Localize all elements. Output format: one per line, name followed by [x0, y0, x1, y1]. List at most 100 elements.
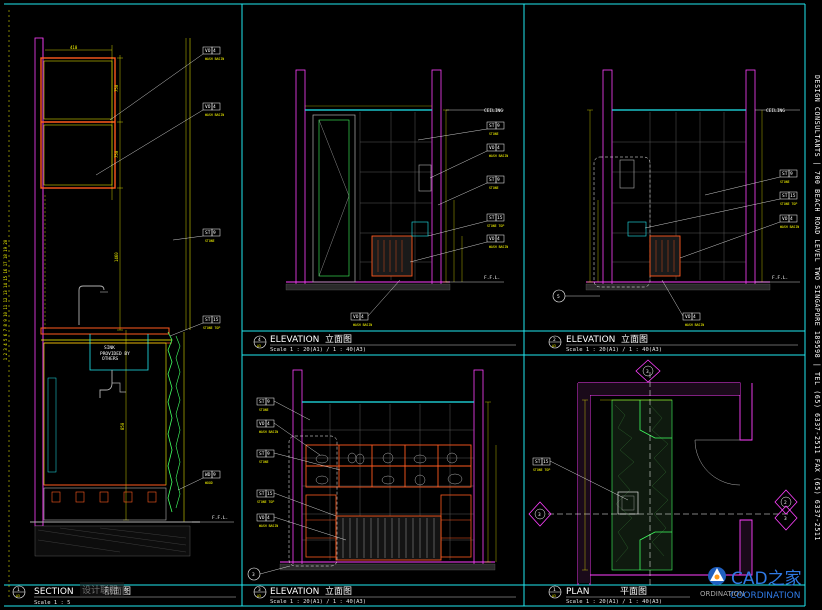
- elev3-tag-1: ST 9 STONE: [256, 397, 311, 421]
- svg-text:STONE TOP: STONE TOP: [780, 202, 797, 206]
- elev2-tag-4: VO 4 WASH BASIN: [661, 279, 704, 327]
- svg-text:WASH BASIN: WASH BASIN: [259, 524, 278, 528]
- svg-text:VO: VO: [782, 216, 788, 222]
- watermark-left: 设计联盟: [80, 582, 124, 596]
- svg-text:1: 1: [553, 587, 556, 593]
- svg-text:WASH BASIN: WASH BASIN: [353, 323, 372, 327]
- cad-sub: COORDINATION: [730, 591, 800, 601]
- elev4-tag-3: ST 9 STONE: [437, 175, 505, 206]
- svg-text:4: 4: [258, 337, 261, 343]
- svg-text:15: 15: [790, 193, 796, 199]
- svg-text:4: 4: [361, 314, 364, 320]
- svg-text:4: 4: [267, 515, 270, 521]
- svg-text:F.F.L.: F.F.L.: [772, 275, 788, 281]
- elev4-tag-2: VO 4 WASH BASIN: [429, 143, 508, 179]
- svg-text:VO: VO: [259, 421, 265, 427]
- left-title-strip: 1 2 3 4 5 6 7 8 9 10 11 12 13 14 15 16 1…: [3, 10, 10, 600]
- svg-text:STONE: STONE: [780, 180, 790, 184]
- elev3-title: ELEVATION: [270, 587, 319, 597]
- svg-text:CEILING: CEILING: [766, 108, 785, 114]
- svg-text:CEILING: CEILING: [484, 108, 503, 114]
- cad-brand: CAD之家: [731, 569, 802, 589]
- svg-text:立面图: 立面图: [325, 333, 352, 345]
- cad-logo-icon: [708, 567, 726, 585]
- plan-tag-1: ST 15 STONE TOP: [532, 457, 629, 501]
- svg-text:VO: VO: [205, 104, 211, 110]
- elev3-tag-3: ST 9 STONE: [256, 449, 341, 471]
- plan-title-block: 1 A3 PLAN 平面图 Scale 1 : 20(A1) / 1 : 40(…: [548, 585, 690, 605]
- svg-text:WASH BASIN: WASH BASIN: [259, 430, 278, 434]
- svg-text:平面图: 平面图: [620, 586, 647, 597]
- basin-note-sub: PROVIDED BY: [100, 351, 130, 357]
- elevation-3-view: [279, 369, 497, 571]
- svg-text:750: 750: [114, 150, 119, 158]
- section-tag-5: WD 9 WOOD: [177, 470, 221, 491]
- elev4-title: ELEVATION: [270, 335, 319, 345]
- svg-text:VO: VO: [205, 48, 211, 54]
- basin-note: SINK: [104, 345, 115, 351]
- left-strip-text: 1 2 3 4 5 6 7 8 9 10 11 12 13 14 15 16 1…: [3, 239, 8, 360]
- elev4-tag-4: ST 15 STONE TOP: [427, 213, 504, 237]
- svg-text:15: 15: [497, 215, 503, 221]
- elev2-tag-1: ST 9 STONE: [704, 169, 798, 196]
- svg-text:3: 3: [252, 572, 255, 578]
- svg-text:A3: A3: [552, 344, 556, 348]
- svg-text:ST: ST: [259, 491, 265, 497]
- svg-text:9: 9: [267, 399, 270, 405]
- svg-text:WASH BASIN: WASH BASIN: [205, 57, 224, 61]
- section-scale: Scale 1 : 5: [34, 600, 70, 606]
- elev2-title-block: 2 A3 ELEVATION 立面图 Scale 1 : 20(A1) / 1 …: [548, 333, 798, 353]
- elev3-tag-4: ST 15 STONE TOP: [256, 489, 337, 517]
- elev3-scale: Scale 1 : 20(A1) / 1 : 40(A3): [270, 599, 366, 605]
- svg-text:850: 850: [120, 422, 125, 430]
- section-tag-2: VO 4 WASH BASIN: [95, 102, 224, 176]
- svg-text:4: 4: [497, 145, 500, 151]
- elev4-tag-1: ST 9 STONE: [417, 121, 505, 141]
- svg-text:3: 3: [538, 512, 541, 518]
- svg-text:WASH BASIN: WASH BASIN: [780, 225, 799, 229]
- svg-text:STONE TOP: STONE TOP: [487, 224, 504, 228]
- elev2-scale: Scale 1 : 20(A1) / 1 : 40(A3): [566, 347, 662, 353]
- svg-text:ST: ST: [782, 193, 788, 199]
- elev2-title: ELEVATION: [566, 335, 615, 345]
- svg-text:4: 4: [790, 216, 793, 222]
- svg-text:VO: VO: [259, 515, 265, 521]
- svg-text:3: 3: [258, 587, 261, 593]
- svg-text:ST: ST: [489, 177, 495, 183]
- svg-text:STONE TOP: STONE TOP: [203, 326, 220, 330]
- basin-note-sub2: OTHERS: [102, 356, 119, 362]
- section-ffl: F.F.L.: [212, 515, 228, 521]
- svg-text:9: 9: [213, 472, 216, 478]
- elev2-tag-2: ST 15 STONE TOP: [644, 191, 797, 229]
- plan-view: 3 2 3 3: [528, 359, 798, 585]
- svg-text:4: 4: [213, 48, 216, 54]
- svg-text:ORDINATION: ORDINATION: [700, 590, 744, 598]
- section-tag-3: ST 9 STONE: [172, 228, 221, 243]
- section-title: SECTION: [34, 587, 74, 597]
- svg-text:STONE TOP: STONE TOP: [257, 500, 274, 504]
- section-tag-1: VO 4 WASH BASIN: [109, 46, 224, 121]
- svg-text:ST: ST: [535, 459, 541, 465]
- svg-text:VO: VO: [353, 314, 359, 320]
- svg-text:WASH BASIN: WASH BASIN: [489, 154, 508, 158]
- svg-text:4: 4: [213, 104, 216, 110]
- svg-text:2: 2: [784, 500, 787, 506]
- elevation-2-view: CEILING F.F.L. 5: [552, 69, 800, 303]
- elev4-scale: Scale 1 : 20(A1) / 1 : 40(A3): [270, 347, 366, 353]
- section-title-block: 1 A3 SECTION 剖面图 Scale 1 : 5: [12, 585, 236, 606]
- plan-title: PLAN: [566, 587, 590, 597]
- elev3-title-block: 3 A3 ELEVATION 立面图 Scale 1 : 20(A1) / 1 …: [253, 585, 516, 605]
- svg-text:1: 1: [17, 587, 20, 593]
- elev4-tag-5: VO 4 WASH BASIN: [409, 234, 508, 263]
- svg-text:9: 9: [497, 177, 500, 183]
- svg-text:A3: A3: [16, 594, 20, 598]
- svg-text:4: 4: [497, 236, 500, 242]
- elev4-title-block: 4 A3 ELEVATION 立面图 Scale 1 : 20(A1) / 1 …: [253, 333, 516, 353]
- svg-text:410: 410: [70, 45, 78, 50]
- svg-text:立面图: 立面图: [325, 585, 352, 597]
- svg-text:ST: ST: [205, 230, 211, 236]
- watermark-cad: ORDINATION CAD之家 COORDINATION: [700, 567, 802, 601]
- elev3-section-marker: 3: [247, 565, 291, 581]
- svg-text:WASH BASIN: WASH BASIN: [205, 113, 224, 117]
- svg-text:F.F.L.: F.F.L.: [484, 275, 500, 281]
